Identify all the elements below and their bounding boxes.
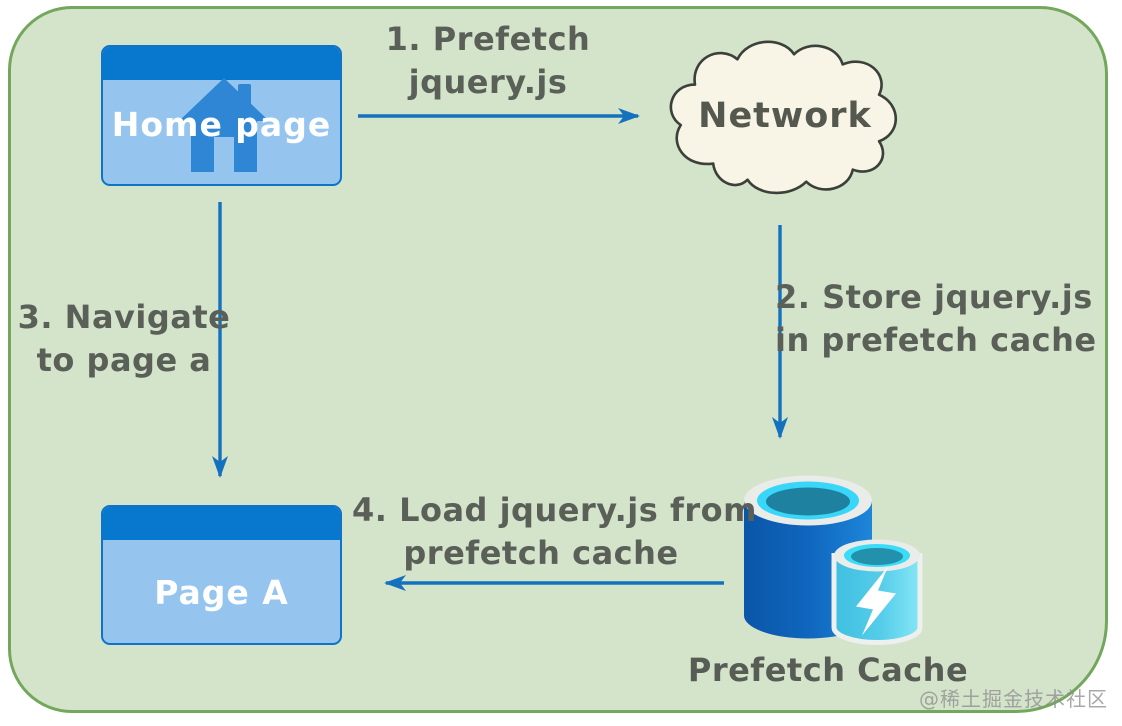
page-a-node: Page A xyxy=(101,505,342,645)
network-label: Network xyxy=(698,96,872,136)
home-icon xyxy=(174,71,274,179)
step-4-line-1: 4. Load jquery.js from xyxy=(352,491,757,529)
step-3-label: 3. Navigate to page a xyxy=(8,296,240,382)
home-page-titlebar xyxy=(103,47,340,80)
step-2-label: 2. Store jquery.js in prefetch cache xyxy=(775,276,1097,362)
lightning-icon xyxy=(856,566,896,636)
step-2-line-1: 2. Store jquery.js xyxy=(775,278,1093,316)
network-cloud-icon xyxy=(658,32,912,206)
step-4-label: 4. Load jquery.js from prefetch cache xyxy=(352,489,757,575)
cache-cylinder-small xyxy=(831,539,923,645)
page-a-titlebar xyxy=(103,507,340,540)
home-page-node: Home page xyxy=(101,45,342,186)
home-page-label: Home page xyxy=(111,105,332,144)
watermark: @稀土掘金技术社区 xyxy=(919,687,1108,711)
prefetch-cache-label: Prefetch Cache xyxy=(687,651,969,689)
step-3-line-2: to page a xyxy=(36,341,212,379)
step-4-line-2: prefetch cache xyxy=(403,534,679,572)
step-1-line-2: jquery.js xyxy=(408,63,568,101)
page-a-label: Page A xyxy=(154,573,289,612)
step-2-line-2: in prefetch cache xyxy=(775,321,1097,359)
prefetch-cache-icon xyxy=(735,463,930,653)
step-3-line-1: 3. Navigate xyxy=(17,298,231,336)
step-1-line-1: 1. Prefetch xyxy=(385,20,591,58)
step-1-label: 1. Prefetch jquery.js xyxy=(357,18,619,104)
